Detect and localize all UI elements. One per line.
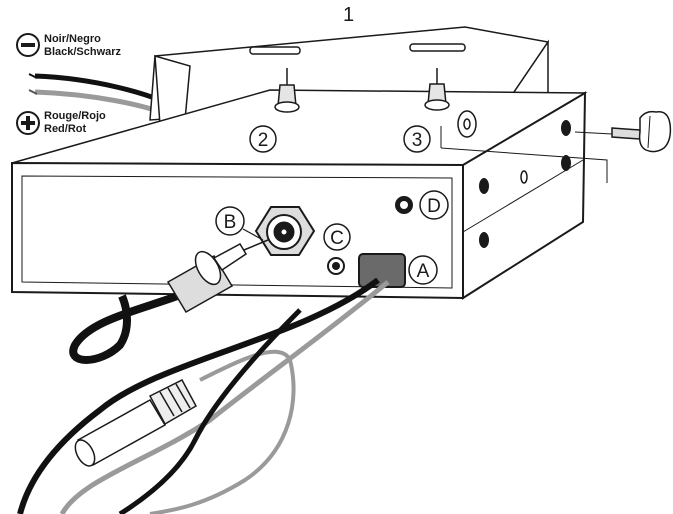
side-fastener	[440, 110, 672, 183]
callout-a: A	[408, 255, 438, 285]
antenna-socket-pin	[280, 228, 288, 236]
power-cable-black-loop	[118, 308, 302, 514]
legend-negative: Noir/Negro Black/Schwarz	[16, 33, 122, 58]
callout-a-label: A	[417, 261, 430, 282]
antenna-socket	[254, 206, 316, 256]
fuse-holder	[74, 379, 198, 467]
antenna-cable-wire	[69, 291, 182, 364]
callout-three-circle	[403, 125, 431, 153]
callout-b-leader	[242, 228, 264, 241]
fuse-holder-cap	[148, 379, 198, 426]
minus-glyph	[21, 43, 35, 47]
alignment-guide-lower	[440, 147, 608, 183]
screw-3-head	[424, 99, 450, 111]
legend-positive-line1: Rouge/Rojo	[44, 110, 106, 122]
wire-tip-black	[28, 73, 38, 79]
jack-c-inner	[332, 262, 340, 270]
callout-two-circle	[249, 125, 277, 153]
fuse-holder-ridge-3	[175, 383, 191, 409]
plus-glyph-v	[26, 116, 30, 130]
callout-c-label: C	[330, 228, 344, 249]
bracket-screws	[274, 68, 450, 113]
fuse-holder-ridge-1	[159, 391, 175, 417]
jack-c	[327, 257, 345, 275]
callout-two: 2	[249, 125, 277, 153]
power-cable-gray	[59, 280, 390, 514]
antenna-cable	[69, 239, 269, 364]
legend-positive: Rouge/Rojo Red/Rot	[16, 110, 106, 135]
legend-negative-line2: Black/Schwarz	[44, 46, 122, 58]
callout-three: 3	[403, 125, 431, 153]
side-screw-holes	[479, 120, 571, 248]
fuse-holder-end	[74, 439, 96, 467]
callout-d: D	[419, 190, 449, 220]
side-hole-1	[561, 120, 571, 136]
callout-d-circle	[419, 190, 449, 220]
front-bezel	[21, 175, 453, 289]
callout-b-circle	[215, 206, 245, 236]
legend-negative-line1: Noir/Negro	[44, 33, 101, 45]
antenna-plug-pin	[243, 239, 269, 251]
side-hole-3	[479, 178, 489, 194]
figure-number: 1	[343, 4, 354, 26]
callout-d-label: D	[427, 196, 441, 217]
power-socket	[358, 253, 406, 288]
thumbscrew-knob	[638, 110, 672, 153]
callout-two-label: 2	[258, 130, 269, 151]
callout-three-label: 3	[412, 130, 423, 151]
power-cable-black	[17, 277, 380, 514]
side-hole-5	[520, 170, 528, 184]
antenna-plug-tip	[212, 243, 248, 272]
jack-d-inner	[400, 201, 408, 209]
legend-positive-line2: Red/Rot	[44, 123, 87, 135]
bracket-slot-right	[409, 43, 466, 52]
side-hole-4	[479, 232, 489, 248]
callout-a-circle	[408, 255, 438, 285]
side-hole-2	[561, 155, 571, 171]
thumbscrew-guide-line	[574, 131, 613, 135]
side-seam	[462, 159, 584, 233]
callout-b-label: B	[224, 212, 237, 233]
callout-c: C	[323, 223, 351, 251]
jack-d	[395, 196, 413, 214]
wire-tip-gray	[28, 89, 38, 95]
washer-hole	[463, 118, 471, 130]
callout-c-circle	[323, 223, 351, 251]
thumbscrew-thread	[611, 127, 641, 140]
thumbscrew-grip	[647, 115, 651, 149]
callout-b: B	[215, 206, 245, 236]
power-cable	[17, 277, 390, 514]
bracket-slot-left	[249, 46, 301, 55]
screw-2-head	[274, 101, 300, 113]
fuse-holder-ridge-2	[167, 387, 183, 413]
power-cable-gray-loop	[149, 349, 296, 514]
